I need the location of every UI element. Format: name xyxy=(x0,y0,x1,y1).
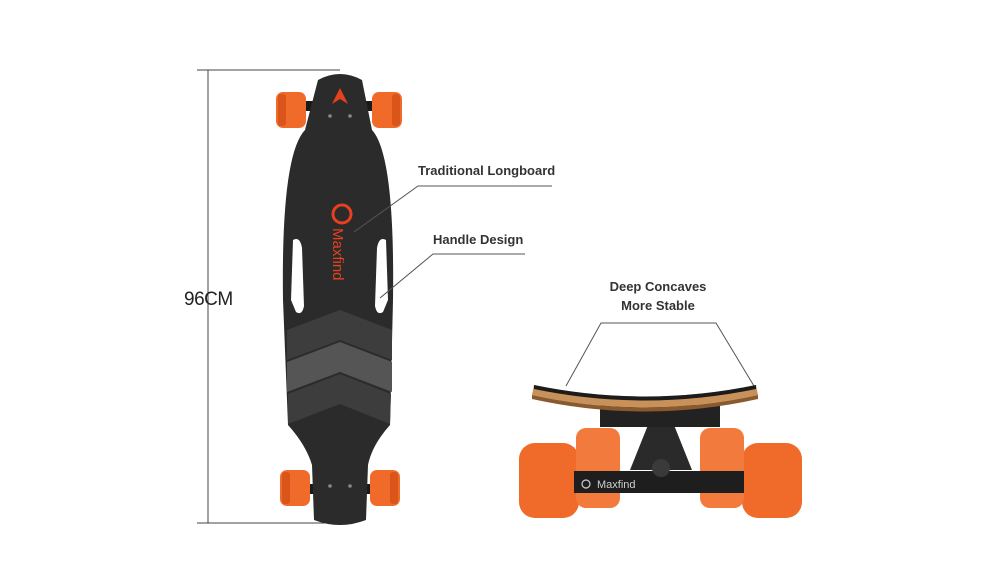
deck-brand-text: Maxfind xyxy=(329,228,346,281)
leader-lines xyxy=(353,185,755,387)
callout-traditional-longboard: Traditional Longboard xyxy=(418,163,556,178)
truck-brand-text: Maxfind xyxy=(597,479,636,491)
length-label: 96CM xyxy=(184,289,233,310)
callout-handle-design: Handle Design xyxy=(433,232,524,247)
callout-deep-concaves-line1: Deep Concaves xyxy=(609,279,707,294)
callout-deep-concaves: Deep Concaves More Stable xyxy=(598,279,718,313)
arrow-icon xyxy=(332,88,348,104)
maxfind-logo-icon xyxy=(331,203,353,225)
callout-deep-concaves-line2: More Stable xyxy=(621,298,695,313)
top-view-deck: Maxfind xyxy=(282,74,394,525)
front-view-board: Maxfind xyxy=(519,385,802,518)
dimension-indicator xyxy=(197,69,340,524)
